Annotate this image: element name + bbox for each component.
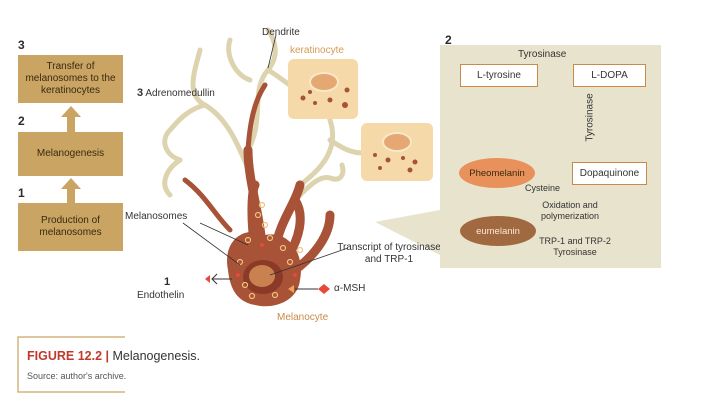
eumelanin-ellipse: eumelanin bbox=[460, 216, 536, 246]
melanocyte-label: Melanocyte bbox=[277, 312, 329, 323]
figure-caption-number: FIGURE 12.2 | bbox=[27, 349, 109, 363]
figure-caption-title: FIGURE 12.2 | Melanogenesis. bbox=[27, 349, 200, 363]
step-2-box: Melanogenesis bbox=[18, 132, 123, 176]
dopaquinone-label: Dopaquinone bbox=[579, 168, 640, 179]
pheomelanin-ellipse: Pheomelanin bbox=[459, 158, 535, 188]
l-dopa-label: L-DOPA bbox=[591, 70, 628, 81]
trp-label: TRP-1 and TRP-2 Tyrosinase bbox=[539, 236, 611, 257]
step-arrow-up-2 bbox=[61, 106, 81, 132]
step-3-box: Transfer of melanosomes to the keratinoc… bbox=[18, 55, 123, 103]
step-1-box: Production of melanosomes bbox=[18, 203, 123, 251]
msh-label: α-MSH bbox=[334, 283, 366, 294]
step-1-label: Production of melanosomes bbox=[39, 215, 102, 238]
dendrite-label: Dendrite bbox=[262, 27, 300, 38]
step-3-number: 3 bbox=[18, 38, 25, 52]
step-3-label: Transfer of melanosomes to the keratinoc… bbox=[25, 61, 116, 96]
eumelanin-label: eumelanin bbox=[476, 225, 520, 237]
endothelin-number: 1 bbox=[164, 276, 171, 288]
adrenomedullin-text: Adrenomedullin bbox=[145, 88, 215, 99]
adrenomedullin-label: 3 Adrenomedullin bbox=[137, 87, 215, 99]
keratinocyte-2 bbox=[361, 123, 433, 181]
transcript-label: Transcript of tyrosinase and TRP-1 bbox=[337, 242, 441, 265]
step-1-number: 1 bbox=[18, 186, 25, 200]
adrenomedullin-number: 3 bbox=[137, 87, 144, 99]
panel-callout bbox=[375, 210, 440, 255]
keratinocyte-label: keratinocyte bbox=[290, 45, 344, 56]
caption-bracket bbox=[17, 336, 125, 393]
step-2-label: Melanogenesis bbox=[36, 148, 105, 159]
figure-caption-text: Melanogenesis. bbox=[109, 349, 201, 363]
oxidation-label: Oxidation and polymerization bbox=[540, 200, 600, 221]
step-2-number: 2 bbox=[18, 114, 25, 128]
cysteine-label: Cysteine bbox=[525, 183, 561, 193]
l-tyrosine-box: L-tyrosine bbox=[460, 64, 538, 87]
melanosomes-label: Melanosomes bbox=[125, 211, 188, 222]
l-dopa-box: L-DOPA bbox=[573, 64, 646, 87]
keratinocyte-1 bbox=[288, 59, 358, 119]
tyrosinase-top-label: Tyrosinase bbox=[518, 49, 567, 60]
pathway-number: 2 bbox=[445, 33, 452, 47]
figure-caption-source: Source: author's archive. bbox=[27, 371, 127, 381]
l-tyrosine-label: L-tyrosine bbox=[477, 70, 521, 81]
endothelin-label: Endothelin bbox=[137, 290, 185, 301]
dopaquinone-box: Dopaquinone bbox=[572, 162, 647, 185]
melanosome-dots bbox=[236, 201, 304, 300]
tyrosinase-vertical-label: Tyrosinase bbox=[584, 93, 596, 142]
endothelin-receptor bbox=[211, 273, 232, 285]
step-arrow-up-1 bbox=[61, 178, 81, 203]
pheomelanin-label: Pheomelanin bbox=[469, 167, 525, 179]
